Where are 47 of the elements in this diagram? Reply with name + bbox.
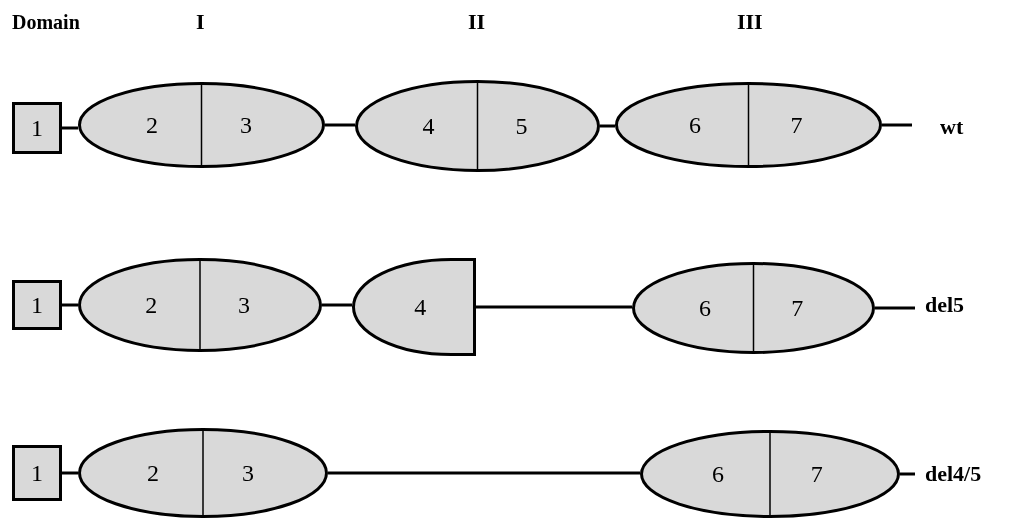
domain-number: 3 (239, 111, 252, 139)
domain-numeral: I (196, 9, 205, 35)
domain-number: 5 (515, 112, 528, 140)
domain-number: 1 (31, 459, 43, 487)
linker-line (328, 471, 640, 475)
domain-number: 3 (242, 459, 254, 487)
heading: Domain (12, 10, 80, 34)
linker-line (882, 123, 912, 127)
linker-line (600, 124, 615, 128)
domain-numeral: II (468, 9, 486, 35)
domain-number: 1 (31, 291, 43, 319)
domain-box (12, 102, 62, 154)
domain-box (12, 445, 62, 501)
domain-ellipse (355, 80, 600, 172)
linker-line (62, 303, 78, 307)
truncated-domain-shape (352, 258, 476, 356)
domain-numeral: III (737, 9, 763, 35)
row-label: del4/5 (925, 461, 982, 487)
domain-ellipse (615, 82, 882, 168)
domain-ellipse (632, 262, 875, 354)
linker-line (476, 305, 632, 309)
linker-line (325, 123, 355, 127)
domain-number: 7 (790, 111, 803, 139)
linker-line (322, 303, 352, 307)
domain-number: 1 (31, 114, 43, 142)
domain-number: 4 (414, 293, 427, 321)
domain-number: 6 (712, 460, 724, 488)
domain-number: 7 (810, 460, 823, 488)
domain-number: 6 (698, 294, 711, 322)
linker-line (875, 306, 915, 310)
linker-line (62, 471, 78, 475)
domain-ellipse (78, 428, 328, 518)
domain-number: 2 (147, 459, 159, 487)
domain-number: 3 (237, 291, 250, 319)
domain-ellipse (78, 82, 325, 168)
domain-ellipse (640, 430, 900, 518)
domain-number: 7 (791, 294, 804, 322)
domain-ellipse (78, 258, 322, 352)
linker-line (900, 472, 915, 476)
domain-number: 2 (145, 291, 158, 319)
domain-number: 2 (146, 111, 159, 139)
linker-line (62, 126, 78, 130)
domain-number: 4 (422, 112, 435, 140)
row-label: wt (940, 114, 964, 140)
domain-number: 6 (689, 111, 702, 139)
row-label: del5 (925, 292, 965, 318)
domain-box (12, 280, 62, 330)
